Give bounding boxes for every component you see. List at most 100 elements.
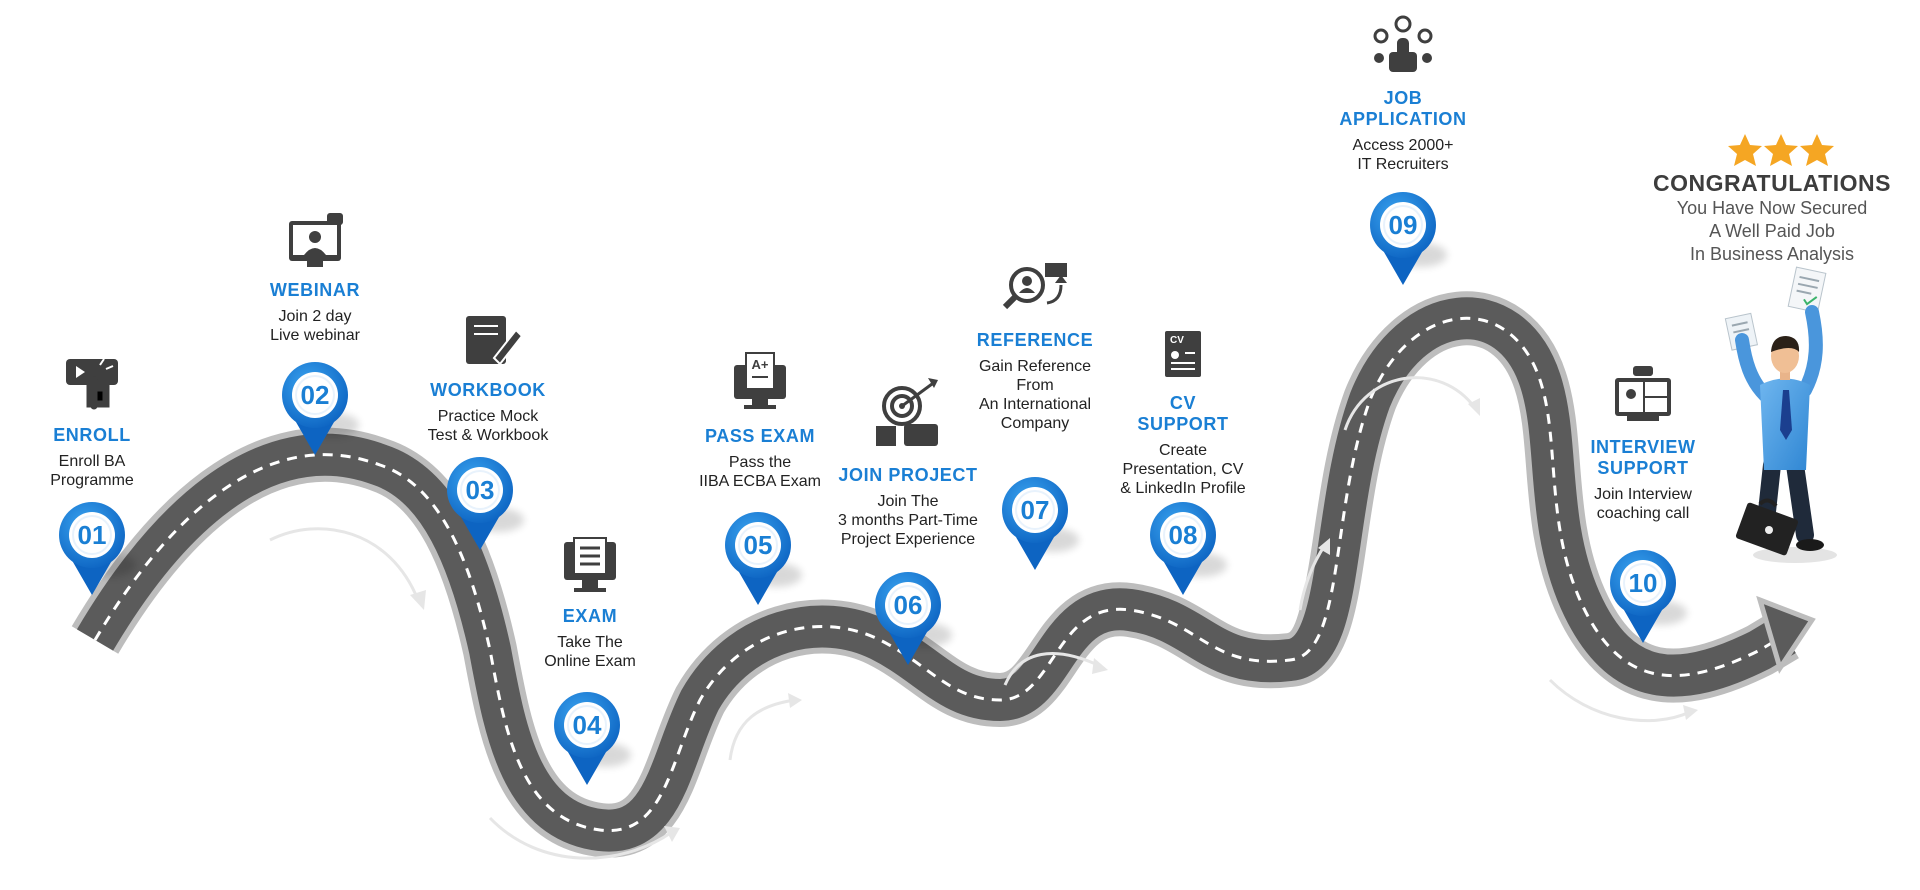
congrats-line: A Well Paid Job <box>1709 221 1835 241</box>
step-title-line: SUPPORT <box>1137 414 1229 434</box>
step-description-line: Access 2000+ <box>1352 137 1454 154</box>
step-description-line: Join 2 day <box>278 308 352 325</box>
touch-screen-icon <box>66 358 118 410</box>
guide-arrow-7 <box>1548 678 1691 723</box>
step-title: PASS EXAM <box>699 426 821 447</box>
step-pin-10: 10 <box>1610 550 1687 643</box>
step-description-line: An International <box>978 396 1092 413</box>
step-description-line: Gain Reference <box>978 358 1092 375</box>
step-pin-09: 09 <box>1370 192 1447 285</box>
step-number: 04 <box>573 710 602 740</box>
congrats-line: You Have Now Secured <box>1676 198 1868 218</box>
svg-text:A+: A+ <box>752 357 769 372</box>
step-title-line: REFERENCE <box>976 330 1094 350</box>
step-description-line: Presentation, CV <box>1122 461 1244 478</box>
step-pin-01: 01 <box>59 502 136 595</box>
step-title: ENROLL <box>50 425 134 446</box>
video-call-icon <box>289 213 343 267</box>
step-number: 06 <box>894 590 923 620</box>
step-description-line: Company <box>1000 415 1070 432</box>
step-number: 02 <box>301 380 330 410</box>
guide-arrow-head-4 <box>1092 658 1108 674</box>
step-description-line: Create <box>1158 442 1208 459</box>
step-title-line: APPLICATION <box>1339 109 1467 129</box>
step-pin-04: 04 <box>554 692 631 785</box>
step-pin-06: 06 <box>875 572 952 665</box>
step-number: 05 <box>744 530 773 560</box>
guide-arrow-head-7 <box>1683 705 1698 720</box>
guide-arrow-head-5 <box>1318 538 1330 555</box>
step-description-line: From <box>1016 377 1054 394</box>
step-title-line: WEBINAR <box>269 280 361 300</box>
reference-search-icon <box>1002 263 1067 310</box>
rating-stars <box>1728 134 1834 166</box>
step-description-line: Practice Mock <box>437 408 539 425</box>
step-description-line: Project Experience <box>840 531 976 548</box>
step-description: Enroll BA Programme <box>50 452 134 490</box>
road <box>71 291 1816 858</box>
step-pin-08: 08 <box>1150 502 1227 595</box>
briefcase-icon <box>1735 498 1799 556</box>
step-number: 07 <box>1021 495 1050 525</box>
step-title: REFERENCE <box>977 330 1093 351</box>
step-description-line: Join The <box>877 493 939 510</box>
step-description-line: Test & Workbook <box>427 427 549 444</box>
step-description-line: coaching call <box>1596 505 1690 522</box>
step-01: ENROLL Enroll BA Programme <box>50 425 134 490</box>
svg-text:CV: CV <box>1170 335 1184 346</box>
grade-a-plus-icon: A+ <box>734 352 786 409</box>
star-icon <box>1728 134 1762 166</box>
step-number: 10 <box>1629 568 1658 598</box>
notebook-pencil-icon <box>466 316 524 366</box>
step-icons: A+ CV <box>66 15 1671 592</box>
step-description: Access 2000+ IT Recruiters <box>1339 136 1466 174</box>
step-title-line: EXAM <box>562 606 618 626</box>
step-title-line: PASS EXAM <box>704 426 816 446</box>
guide-arrow-head-2 <box>664 826 680 842</box>
step-description-line: & LinkedIn Profile <box>1120 480 1246 497</box>
road-center-line <box>93 316 1786 832</box>
step-title: WEBINAR <box>270 280 360 301</box>
star-icon <box>1764 134 1798 166</box>
interview-call-icon <box>1615 366 1671 421</box>
star-icon <box>1800 134 1834 166</box>
guide-arrow-1 <box>269 527 420 601</box>
step-pins: 01 02 03 04 05 06 07 08 09 10 <box>59 192 1687 785</box>
guide-arrow-head-3 <box>788 693 802 708</box>
step-description-line: Enroll BA <box>58 453 126 470</box>
step-description-line: Take The <box>557 634 623 651</box>
step-title: JOIN PROJECT <box>838 465 978 486</box>
cv-document-icon: CV <box>1165 331 1201 377</box>
step-title-line: INTERVIEW <box>1590 437 1696 457</box>
step-number: 03 <box>466 475 495 505</box>
exam-monitor-icon <box>564 537 616 592</box>
step-description-line: Programme <box>50 472 134 489</box>
step-description-line: 3 months Part-Time <box>838 512 978 529</box>
guide-arrow-head-6 <box>1468 398 1480 416</box>
step-title-line: WORKBOOK <box>430 380 546 400</box>
network-hand-icon <box>1373 15 1433 72</box>
step-pin-07: 07 <box>1002 477 1079 570</box>
step-number: 09 <box>1389 210 1418 240</box>
step-description-line: IT Recruiters <box>1357 156 1449 173</box>
step-pin-03: 03 <box>447 457 524 550</box>
step-description-line: IIBA ECBA Exam <box>699 473 821 490</box>
step-description-line: Pass the <box>728 454 792 471</box>
step-title-line: JOIN PROJECT <box>838 465 978 485</box>
